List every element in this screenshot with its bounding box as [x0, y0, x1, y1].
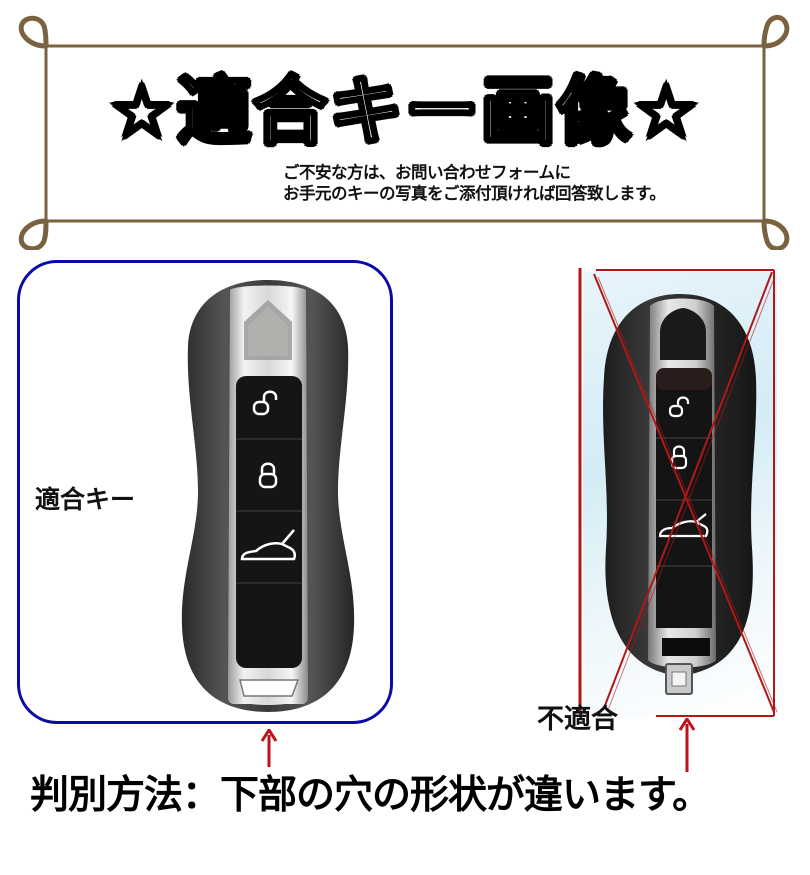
banner-frame: [18, 15, 790, 250]
trunk-icon: [658, 513, 709, 538]
unlock-icon: [252, 390, 278, 416]
banner-note: ご不安な方は、お問い合わせフォームに お手元のキーの写真をご添付頂ければ回答致し…: [283, 162, 763, 204]
banner-title: ☆適合キー画像☆: [107, 67, 702, 156]
arrow-up-icon: [678, 718, 696, 772]
banner-note-line1: ご不安な方は、お問い合わせフォームに: [283, 163, 571, 182]
title-banner: ☆適合キー画像☆ ご不安な方は、お問い合わせフォームに お手元のキーの写真をご添…: [0, 0, 810, 250]
incompatible-cross-mark: [578, 268, 778, 717]
compatible-key-label: 適合キー: [35, 485, 136, 514]
compatible-key-image: [178, 276, 358, 716]
banner-note-line2: お手元のキーの写真をご添付頂ければ回答致します。: [283, 184, 666, 203]
lock-icon: [258, 462, 278, 489]
incompatible-key-label: 不適合: [537, 704, 618, 735]
trunk-icon: [240, 529, 297, 561]
identification-caption: 判別方法：下部の穴の形状が違います。: [30, 772, 711, 818]
arrow-up-icon: [260, 729, 278, 767]
unlock-icon: [668, 396, 690, 418]
